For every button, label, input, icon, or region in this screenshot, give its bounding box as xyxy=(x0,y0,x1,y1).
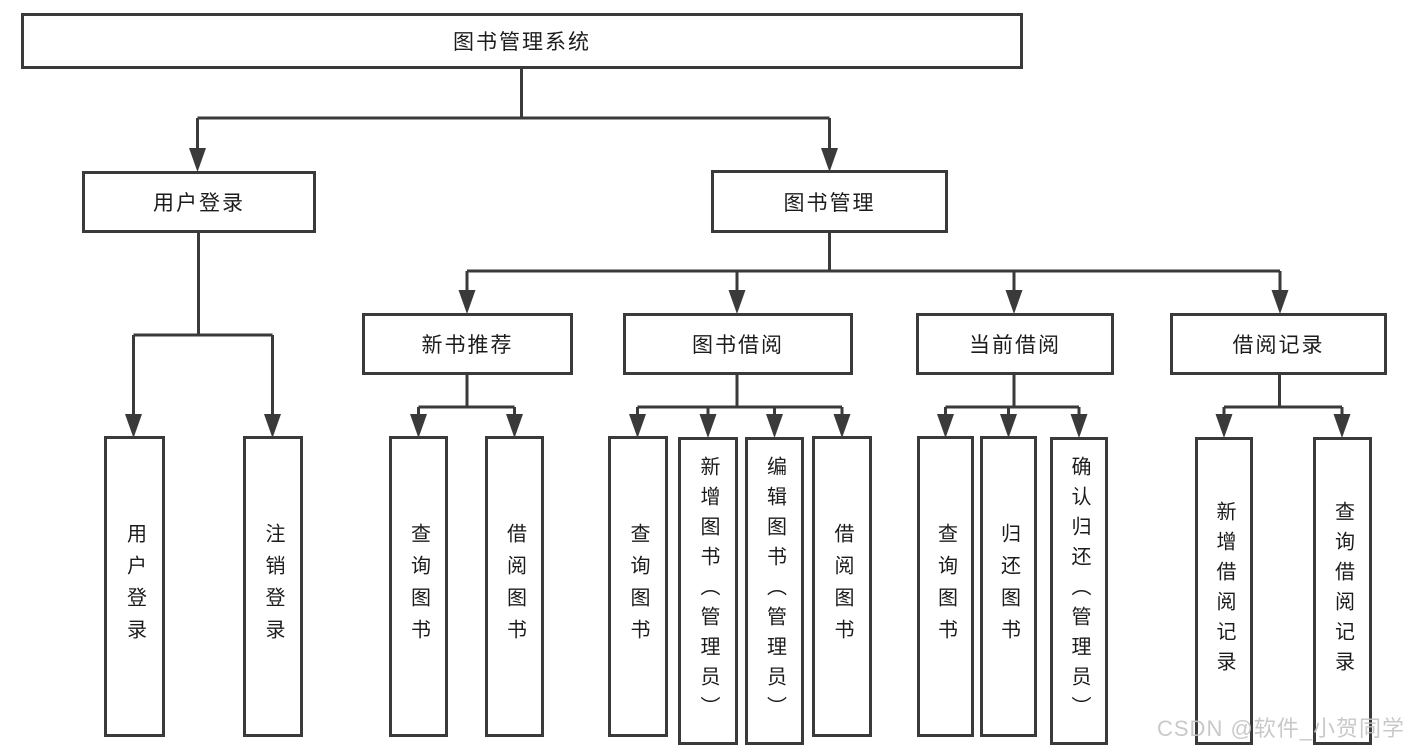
node-bb-add-books-admin-label: 新增图书（管理员） xyxy=(697,456,719,726)
node-br-add-record-label: 新增借阅记录 xyxy=(1213,501,1235,681)
node-bb-add-books-admin: 新增图书（管理员） xyxy=(678,437,738,745)
node-nb-query-books: 查询图书 xyxy=(389,436,448,737)
node-current-borrow-label: 当前借阅 xyxy=(969,334,1061,357)
node-book-borrow: 图书借阅 xyxy=(623,313,853,375)
node-nb-borrow-books-label: 借阅图书 xyxy=(503,522,526,651)
node-bb-edit-books-admin-label: 编辑图书（管理员） xyxy=(763,456,786,726)
node-leaf-user-login: 用户登录 xyxy=(104,436,165,737)
node-cb-return-books-label: 归还图书 xyxy=(997,522,1020,651)
csdn-watermark: CSDN @软件_小贺同学 xyxy=(1157,716,1405,741)
node-nb-query-books-label: 查询图书 xyxy=(407,522,430,651)
node-cb-return-books: 归还图书 xyxy=(980,436,1037,737)
node-cb-confirm-return-admin-label: 确认归还（管理员） xyxy=(1068,456,1090,726)
node-leaf-user-login-label: 用户登录 xyxy=(123,522,146,651)
node-borrow-records: 借阅记录 xyxy=(1170,313,1387,375)
node-br-query-record-label: 查询借阅记录 xyxy=(1331,501,1354,681)
node-user-login: 用户登录 xyxy=(82,171,316,233)
node-bb-query-books-label: 查询图书 xyxy=(627,522,649,651)
node-book-management: 图书管理 xyxy=(711,170,948,233)
node-borrow-records-label: 借阅记录 xyxy=(1232,334,1325,357)
node-br-query-record: 查询借阅记录 xyxy=(1313,437,1372,745)
node-bb-borrow-books: 借阅图书 xyxy=(812,436,872,737)
node-cb-query-books: 查询图书 xyxy=(917,436,974,737)
node-current-borrow: 当前借阅 xyxy=(916,313,1114,375)
node-root-label: 图书管理系统 xyxy=(453,31,591,54)
node-bb-borrow-books-label: 借阅图书 xyxy=(831,522,853,651)
node-cb-query-books-label: 查询图书 xyxy=(934,522,957,651)
node-root: 图书管理系统 xyxy=(21,13,1023,69)
node-leaf-logout: 注销登录 xyxy=(243,436,303,737)
node-book-borrow-label: 图书借阅 xyxy=(692,334,784,357)
node-bb-edit-books-admin: 编辑图书（管理员） xyxy=(745,437,804,745)
node-new-book-recommend: 新书推荐 xyxy=(362,313,573,375)
node-cb-confirm-return-admin: 确认归还（管理员） xyxy=(1050,437,1108,745)
node-br-add-record: 新增借阅记录 xyxy=(1195,437,1253,745)
node-book-management-label: 图书管理 xyxy=(783,191,876,215)
node-bb-query-books: 查询图书 xyxy=(608,436,668,737)
node-leaf-logout-label: 注销登录 xyxy=(262,522,284,651)
node-new-book-recommend-label: 新书推荐 xyxy=(421,334,514,357)
node-user-login-label: 用户登录 xyxy=(153,192,245,215)
arrowheads xyxy=(125,148,1351,438)
node-nb-borrow-books: 借阅图书 xyxy=(485,436,544,737)
